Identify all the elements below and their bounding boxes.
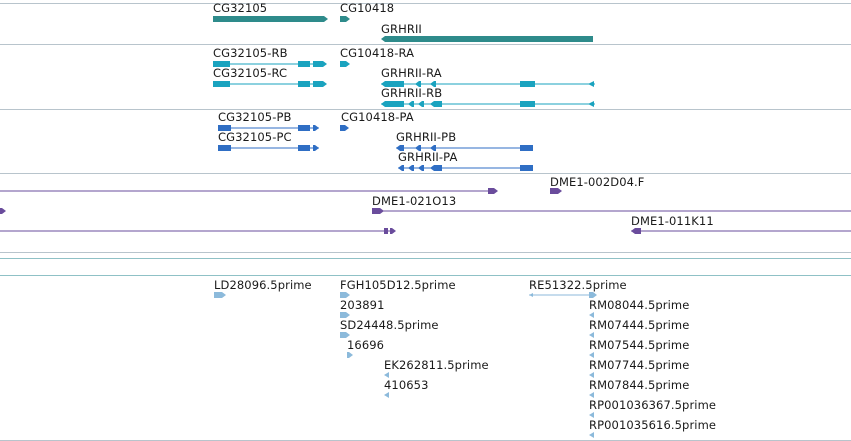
transcript-label[interactable]: CG32105-RB <box>213 46 288 60</box>
clone-feature-long-left[interactable] <box>0 188 498 194</box>
gene-track <box>213 16 593 42</box>
gene-label[interactable]: CG32105 <box>213 1 268 15</box>
track-separator <box>0 44 851 45</box>
est-feature-rp001035616[interactable] <box>589 432 594 438</box>
est-label[interactable]: 16696 <box>347 338 385 352</box>
transcript-feature-grhrii-ra[interactable] <box>381 81 595 87</box>
est-label[interactable]: RE51322.5prime <box>529 278 627 292</box>
clone-feature-dme1-002d04-f[interactable] <box>550 188 562 194</box>
est-label[interactable]: RM08044.5prime <box>589 298 690 312</box>
est-feature-rm07444[interactable] <box>589 332 594 338</box>
est-label[interactable]: RM07844.5prime <box>589 378 690 392</box>
est-feature-re51322[interactable] <box>529 292 597 298</box>
est-label[interactable]: RM07444.5prime <box>589 318 690 332</box>
gene-label[interactable]: CG10418 <box>340 1 395 15</box>
est-feature-rm07544[interactable] <box>589 352 594 358</box>
clone-label[interactable]: DME1-011K11 <box>631 214 714 228</box>
protein-label[interactable]: GRHRII-PA <box>398 150 458 164</box>
transcript-label[interactable]: CG32105-RC <box>213 66 288 80</box>
est-feature-rm07844[interactable] <box>589 392 594 398</box>
track-separator <box>0 173 851 174</box>
gene-feature-grhrii[interactable] <box>381 36 593 42</box>
est-feature-rm07744[interactable] <box>589 372 594 378</box>
gene-feature-cg10418[interactable] <box>340 16 350 22</box>
transcript-feature-cg32105-rc[interactable] <box>213 81 327 87</box>
protein-track <box>218 125 533 171</box>
clone-feature-dme1-011k11[interactable] <box>631 228 851 234</box>
est-label[interactable]: RM07744.5prime <box>589 358 690 372</box>
track-separator <box>0 258 851 259</box>
protein-label[interactable]: CG32105-PC <box>218 130 292 144</box>
est-label[interactable]: FGH105D12.5prime <box>340 278 456 292</box>
clone-feature-left-edge[interactable] <box>0 208 6 214</box>
est-feature-410653[interactable] <box>384 392 389 398</box>
transcript-feature-grhrii-rb[interactable] <box>381 101 595 107</box>
protein-label[interactable]: CG10418-PA <box>341 110 414 124</box>
clone-feature-long-left-2[interactable] <box>0 228 396 234</box>
est-label[interactable]: 203891 <box>340 298 385 312</box>
est-feature-rm08044[interactable] <box>589 312 594 318</box>
est-track <box>214 292 597 438</box>
gene-feature-cg32105[interactable] <box>213 16 328 22</box>
est-label[interactable]: RP001035616.5prime <box>589 418 717 432</box>
track-separator <box>0 252 851 253</box>
protein-label[interactable]: GRHRII-PB <box>396 130 457 144</box>
transcript-label[interactable]: GRHRII-RA <box>381 66 442 80</box>
est-feature-16696[interactable] <box>347 352 353 358</box>
protein-feature-cg32105-pc[interactable] <box>218 145 319 151</box>
track-separator <box>0 3 851 4</box>
transcript-feature-cg10418-ra[interactable] <box>340 61 350 67</box>
transcript-track <box>213 61 595 107</box>
transcript-label[interactable]: CG10418-RA <box>340 46 415 60</box>
transcript-label[interactable]: GRHRII-RB <box>381 86 443 100</box>
track-separator <box>0 109 851 110</box>
protein-feature-cg32105-pb[interactable] <box>218 125 319 131</box>
est-label[interactable]: LD28096.5prime <box>214 278 312 292</box>
clone-label[interactable]: DME1-002D04.F <box>550 175 645 189</box>
est-feature-sd24448[interactable] <box>340 332 350 338</box>
est-feature-rp001036367[interactable] <box>589 412 594 418</box>
transcript-feature-cg32105-rb[interactable] <box>213 61 327 67</box>
est-label[interactable]: RP001036367.5prime <box>589 398 717 412</box>
est-label[interactable]: EK262811.5prime <box>384 358 489 372</box>
est-feature-ld28096[interactable] <box>214 292 226 298</box>
est-feature-203891[interactable] <box>340 312 350 318</box>
protein-feature-grhrii-pb[interactable] <box>396 145 533 151</box>
est-feature-ek262811[interactable] <box>384 372 389 378</box>
protein-feature-grhrii-pa[interactable] <box>398 165 533 171</box>
gene-label[interactable]: GRHRII <box>381 22 422 36</box>
clone-track <box>0 188 851 234</box>
protein-feature-cg10418-pa[interactable] <box>340 125 349 131</box>
est-feature-fgh105d12[interactable] <box>340 292 350 298</box>
protein-label[interactable]: CG32105-PB <box>218 110 292 124</box>
est-label[interactable]: 410653 <box>384 378 429 392</box>
track-separator <box>0 275 851 276</box>
clone-feature-dme1-021o13[interactable] <box>372 208 851 214</box>
est-label[interactable]: RM07544.5prime <box>589 338 690 352</box>
est-label[interactable]: SD24448.5prime <box>340 318 439 332</box>
clone-label[interactable]: DME1-021O13 <box>372 194 457 208</box>
